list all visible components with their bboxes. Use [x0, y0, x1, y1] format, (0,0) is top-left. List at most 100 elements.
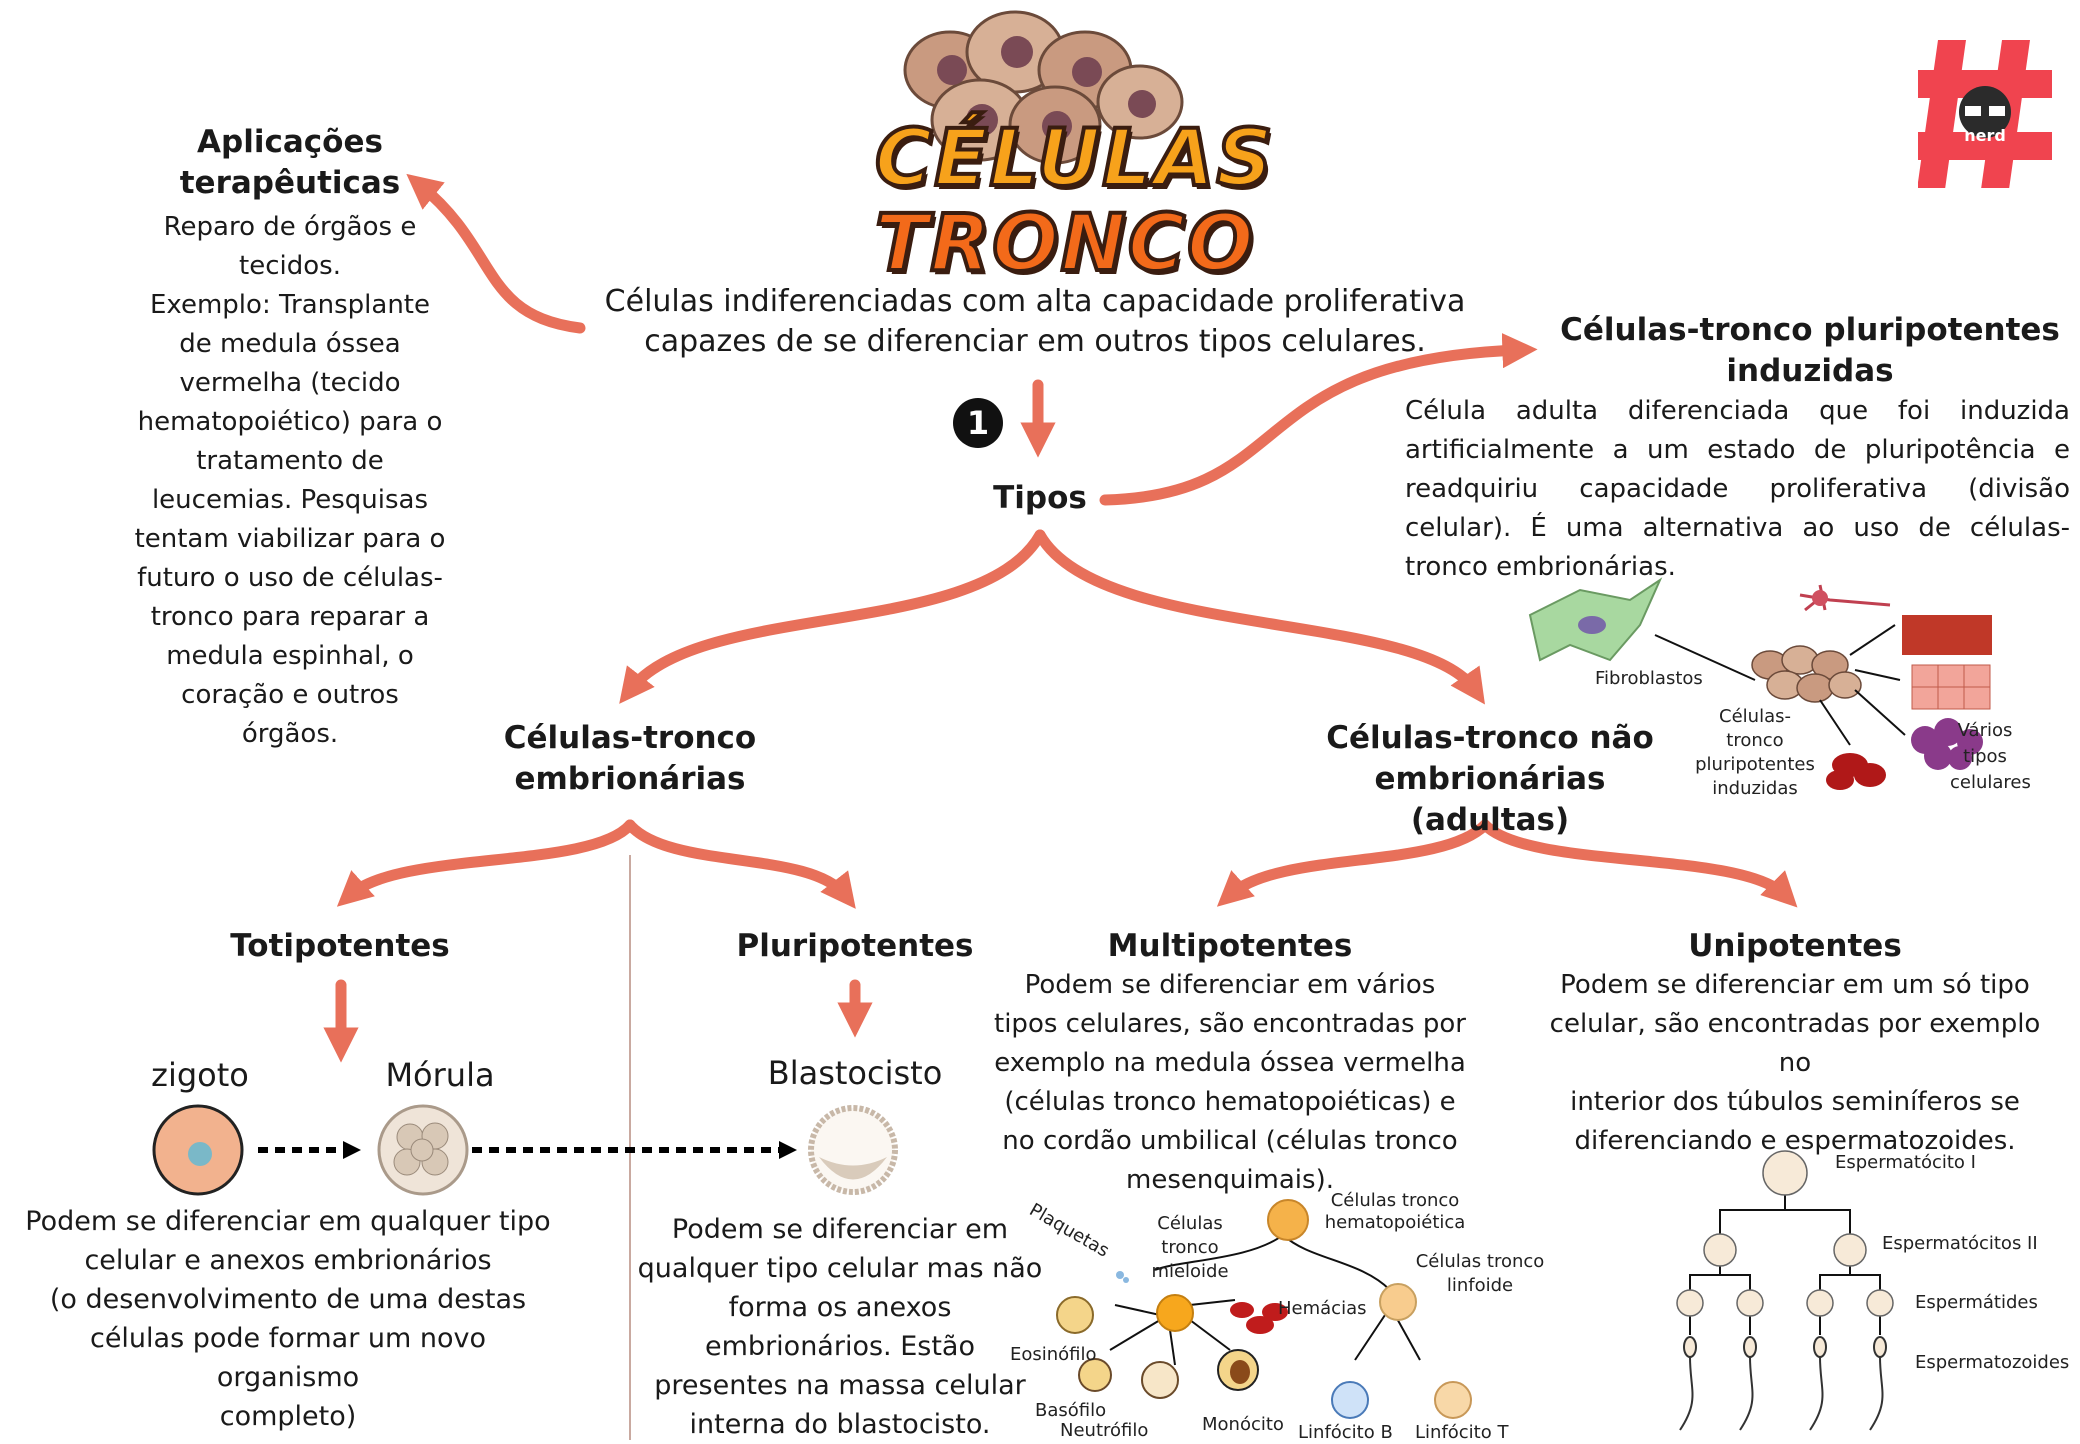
spermatocyte-2-icon	[1703, 1233, 1737, 1267]
lymphoid-icon	[1379, 1283, 1417, 1321]
spermatid-icon	[1806, 1289, 1834, 1317]
multipotent-title: Multipotentes	[1107, 928, 1353, 964]
myeloid-label-line: mieloide	[1151, 1261, 1229, 1282]
zygote-label: zigoto	[151, 1056, 249, 1094]
ipsc-figure-cells-label: Células- tronco pluripotentes induzidas	[1680, 705, 1830, 801]
applications-line: Exemplo: Transplante	[149, 289, 431, 320]
ipsc-text: Célula adulta diferenciada que foi induz…	[1405, 392, 2070, 587]
spermatocyte-2-icon	[1833, 1233, 1867, 1267]
multipotent-line: tipos celulares, são encontradas por	[994, 1009, 1466, 1039]
red-cells-icon	[1826, 753, 1886, 790]
various-label-line: Vários	[1957, 720, 2013, 741]
ipsc-cells-label-line: induzidas	[1712, 778, 1798, 799]
ipsc-title-2: induzidas	[1726, 352, 1894, 389]
definition-line-2: capazes de se diferenciar em outros tipo…	[644, 323, 1426, 359]
ipsc-cluster-icon	[1751, 645, 1862, 703]
applications-line: tronco para reparar a	[150, 601, 430, 632]
totipotent-line: células pode formar um novo organismo	[89, 1323, 487, 1393]
hsc-icon	[1267, 1199, 1309, 1241]
pluripotent-title: Pluripotentes	[736, 928, 974, 964]
pluripotent-line: forma os anexos	[728, 1292, 952, 1323]
arrow-to-adult	[1034, 529, 1486, 705]
eosinophil-label: Eosinófilo	[1010, 1344, 1097, 1365]
logo: CÉLULAS TRONCO	[855, 10, 1275, 289]
arrow-to-ipsc	[1099, 333, 1538, 506]
ipsc-line: tronco embrionárias.	[1405, 552, 1676, 582]
step-number: 1	[966, 404, 990, 442]
totipotent-line: Podem se diferenciar em qualquer tipo	[25, 1206, 551, 1237]
myeloid-label-line: tronco	[1161, 1237, 1219, 1258]
pluripotent-line: qualquer tipo celular mas não	[637, 1253, 1043, 1284]
ipsc-various-label: Vários tipos celulares	[1950, 718, 2031, 796]
nerd-badge: nerd	[1917, 40, 2052, 188]
lymph-t-label: Linfócito T	[1415, 1422, 1509, 1443]
multipotent-line: exemplo na medula óssea vermelha	[994, 1048, 1466, 1078]
totipotent-line: completo)	[219, 1401, 357, 1432]
neutrophil-icon	[1141, 1361, 1179, 1399]
rbc-icon	[1230, 1302, 1288, 1334]
pluripotent-line: interna do blastocisto.	[689, 1409, 991, 1440]
logo-title-line2: TRONCO	[873, 199, 1256, 289]
multipotent-line: (células tronco hematopoiéticas) e	[1004, 1087, 1456, 1117]
embryonic-title: Células-tronco embrionárias	[470, 718, 790, 800]
badge-label: nerd	[1964, 126, 2006, 145]
embryonic-title-1: Células-tronco	[503, 720, 757, 756]
epithelial-tissue-icon	[1911, 664, 1991, 710]
unipotent-text: Podem se diferenciar em um só tipo celul…	[1530, 966, 2060, 1161]
various-label-line: tipos	[1963, 746, 2007, 767]
ipsc-cells-label-line: Células-	[1719, 706, 1791, 727]
applications-block: Aplicações terapêuticas Reparo de órgãos…	[100, 122, 480, 754]
totipotent-text: Podem se diferenciar em qualquer tipo ce…	[18, 1202, 558, 1436]
multipotent-line: Podem se diferenciar em vários	[1024, 970, 1436, 1000]
logo-title-line1: CÉLULAS	[873, 114, 1275, 204]
myeloid-label: Células tronco mieloide	[1135, 1212, 1245, 1284]
pluripotent-line: Podem se diferenciar em	[671, 1214, 1009, 1245]
blood-cells-purple-icon	[1911, 718, 1983, 770]
ipsc-line: readquiriu capacidade proliferativa (div…	[1405, 474, 2070, 504]
monocyte-label: Monócito	[1202, 1414, 1284, 1435]
eosinophil-icon	[1056, 1296, 1094, 1334]
morula-label: Mórula	[385, 1056, 495, 1094]
unipotent-line: interior dos túbulos seminíferos se	[1570, 1087, 2020, 1117]
totipotent-line: (o desenvolvimento de uma destas	[49, 1284, 527, 1315]
rbc-label: Hemácias	[1278, 1298, 1367, 1319]
arrow-to-pluripotent	[624, 819, 856, 909]
unipotent-line: diferenciando e espermatozoides.	[1574, 1126, 2016, 1156]
applications-line: coração e outros	[181, 679, 399, 710]
types-label: Tipos	[993, 480, 1087, 516]
unipotent-line: Podem se diferenciar em um só tipo	[1560, 970, 2030, 1000]
spermatozoa-icon	[1679, 1336, 1887, 1431]
muscle-tissue-icon	[1902, 615, 1992, 655]
lymphocyte-b-icon	[1331, 1381, 1369, 1419]
applications-line: Reparo de órgãos e	[163, 211, 417, 242]
applications-line: órgãos.	[241, 718, 339, 749]
applications-line: tecidos.	[239, 250, 341, 281]
hsc-label: Células tronco hematopoiética	[1310, 1190, 1480, 1234]
pluripotent-text: Podem se diferenciar em qualquer tipo ce…	[630, 1210, 1050, 1444]
basophil-icon	[1078, 1358, 1112, 1392]
lymph-b-label: Linfócito B	[1298, 1422, 1393, 1443]
applications-line: de medula óssea	[179, 328, 401, 359]
arrow-to-embryonic	[619, 529, 1046, 704]
myeloid-label-line: Células	[1157, 1213, 1223, 1234]
applications-line: leucemias. Pesquisas	[151, 484, 429, 515]
applications-line: medula espinhal, o	[166, 640, 414, 671]
applications-line: vermelha (tecido	[179, 367, 401, 398]
neutrophil-label: Neutrófilo	[1060, 1420, 1149, 1441]
ipsc-line: artificialmente a um estado de pluripotê…	[1405, 435, 2070, 465]
unipotent-line: celular, são encontradas por exemplo no	[1549, 1009, 2041, 1078]
arrow-to-multipotent	[1216, 819, 1491, 907]
hematopoiesis-drawing	[1056, 1199, 1472, 1419]
spermatocyte-1-icon	[1762, 1150, 1808, 1196]
adult-title: Células-tronco não embrionárias (adultas…	[1290, 718, 1690, 841]
totipotent-line: celular e anexos embrionários	[84, 1245, 492, 1276]
pluripotent-line: embrionários. Estão	[705, 1331, 975, 1362]
ipsc-figure-drawing	[1528, 577, 1992, 790]
spermatogenesis-drawing	[1676, 1150, 1894, 1431]
hematopoiesis-figure: Células tronco hematopoiética Células tr…	[1010, 1190, 1544, 1443]
lymphoid-label-line: linfoide	[1446, 1275, 1514, 1296]
arrow-to-totipotent	[336, 819, 636, 907]
spermatocyte-1-label: Espermatócito I	[1835, 1152, 1976, 1173]
ipsc-cells-label-line: pluripotentes	[1695, 754, 1815, 775]
